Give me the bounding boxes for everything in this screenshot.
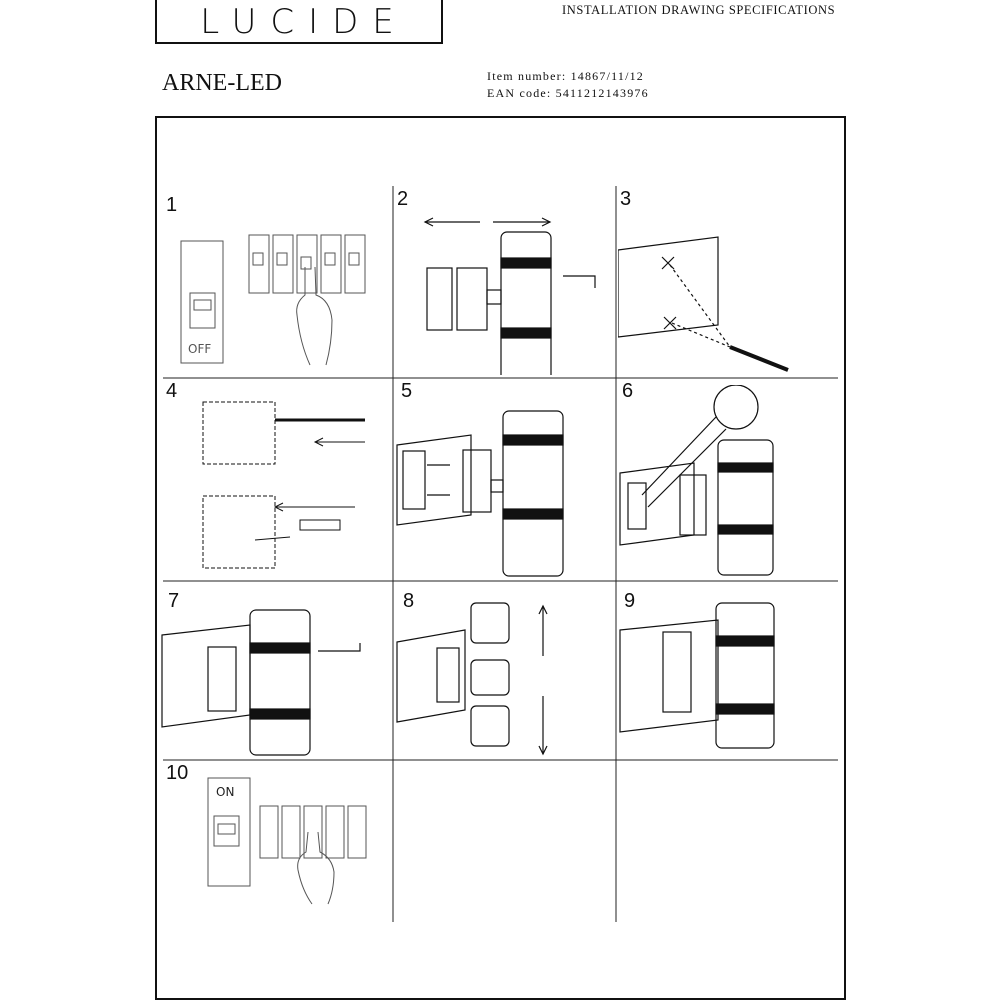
lamp-cap-bottom <box>470 705 510 747</box>
wall <box>619 619 719 733</box>
wall-plate <box>618 236 719 338</box>
step-number-8: 8 <box>403 590 415 612</box>
step-3-illustration <box>618 236 789 372</box>
lamp-bracket <box>456 267 488 331</box>
step-7-illustration <box>161 609 361 756</box>
hand-pointing-icon <box>297 831 335 905</box>
lamp-body <box>502 410 564 577</box>
lamp-bracket <box>679 474 707 536</box>
lamp-body <box>715 602 775 749</box>
switch-plate <box>180 240 224 364</box>
step-4-illustration <box>202 401 365 569</box>
mounting-plate <box>402 450 426 510</box>
instructions-frame <box>155 116 846 1000</box>
item-number: Item number: 14867/11/12 <box>487 69 645 83</box>
drill-mark-top <box>661 256 675 270</box>
lucide-logo: LUCIDE <box>155 0 443 44</box>
logo-text: LUCIDE <box>200 2 408 42</box>
lamp-bracket <box>207 646 237 712</box>
step-number-3: 3 <box>620 188 632 210</box>
wiring-detail-zoom <box>713 385 759 430</box>
step-1-illustration: OFF <box>180 234 366 366</box>
step-6-illustration <box>619 385 774 576</box>
wall-plug-icon <box>299 519 341 531</box>
pencil-icon <box>729 345 789 372</box>
wall <box>161 624 251 728</box>
hand-pointing-icon <box>296 266 333 366</box>
step-number-5: 5 <box>401 380 413 402</box>
lamp-body <box>500 231 552 375</box>
toggle-switch-off <box>189 292 216 329</box>
brick-wall-top <box>202 401 276 465</box>
step-10-illustration: ON <box>207 777 367 905</box>
wall <box>396 434 472 526</box>
screwdriver-icon <box>318 643 361 652</box>
step-number-6: 6 <box>622 380 634 402</box>
switch-label-on: ON <box>216 785 234 799</box>
lamp-body <box>717 439 774 576</box>
ean-code: EAN code: 5411212143976 <box>487 86 649 100</box>
step-number-2: 2 <box>397 188 409 210</box>
step-8-illustration <box>396 602 548 756</box>
screwdriver-icon <box>563 275 596 288</box>
breaker-panel <box>248 234 366 294</box>
lamp-bracket <box>662 631 692 713</box>
lamp-cap-top <box>470 602 510 644</box>
step-5-illustration <box>396 410 564 577</box>
brick-wall-bottom <box>202 495 276 569</box>
switch-label-off: OFF <box>188 342 211 356</box>
step-number-4: 4 <box>166 380 178 402</box>
wall <box>396 629 466 723</box>
toggle-switch-on <box>213 815 240 847</box>
lamp-body <box>249 609 311 756</box>
step-2-illustration <box>423 217 596 375</box>
step-number-1: 1 <box>166 194 178 216</box>
mounting-plate <box>627 482 647 530</box>
mounting-plate <box>426 267 453 331</box>
breaker-panel <box>259 805 367 859</box>
document-title: INSTALLATION DRAWING SPECIFICATIONS <box>562 3 836 17</box>
lamp-bracket <box>436 647 460 703</box>
step-number-9: 9 <box>624 590 636 612</box>
step-9-illustration <box>619 602 775 749</box>
lamp-bracket <box>462 449 492 513</box>
product-name: ARNE-LED <box>162 70 282 96</box>
drill-mark-bottom <box>663 316 677 330</box>
switch-plate <box>207 777 251 887</box>
step-number-10: 10 <box>166 762 189 784</box>
step-number-7: 7 <box>168 590 180 612</box>
lamp-center <box>470 659 510 696</box>
